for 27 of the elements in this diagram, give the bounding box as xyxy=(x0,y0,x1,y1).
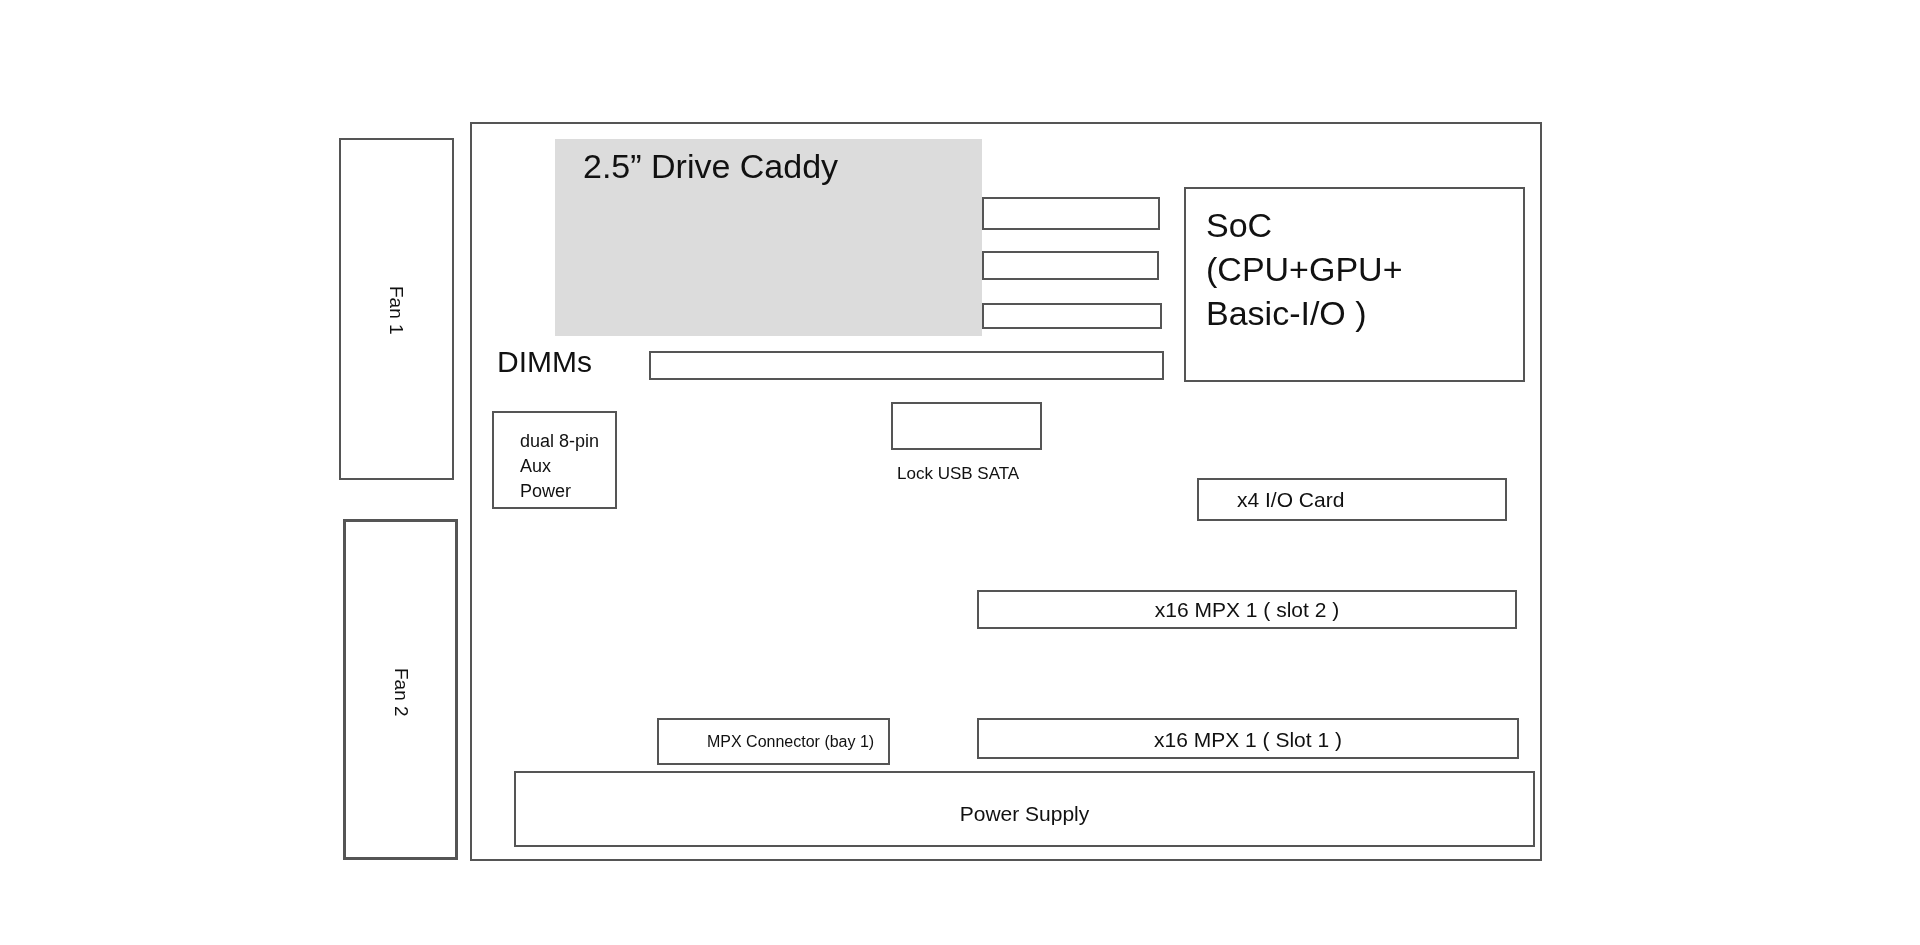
fan-module xyxy=(343,519,458,860)
expansion-slot xyxy=(977,718,1519,759)
power-connector xyxy=(657,718,890,765)
psu-label: Power Supply xyxy=(958,802,1091,826)
slot-label: Lock USB SATA xyxy=(897,464,1020,484)
expansion-slot xyxy=(977,590,1517,629)
fan-module xyxy=(339,138,454,480)
soc-chip xyxy=(1184,187,1525,382)
power-connector xyxy=(492,411,617,509)
power-supply-unit xyxy=(514,771,1535,847)
drive-caddy xyxy=(555,139,982,336)
connector-label: dual 8-pin Aux Power xyxy=(520,430,601,503)
memory-slot xyxy=(649,351,1164,380)
slot-label: x4 I/O Card xyxy=(1237,488,1345,512)
memory-slot xyxy=(982,303,1162,329)
slot-label: x16 MPX 1 ( Slot 1 ) xyxy=(1153,728,1343,752)
memory-slot xyxy=(982,251,1159,280)
io-card-slot xyxy=(1197,478,1507,521)
slot-label: x16 MPX 1 ( slot 2 ) xyxy=(1153,598,1341,622)
caddy-label: 2.5” Drive Caddy xyxy=(583,147,839,186)
memory-slot xyxy=(982,197,1160,230)
section-label: DIMMs xyxy=(497,345,592,379)
fan-label: Fan 1 xyxy=(385,286,407,335)
soc-label: SoC (CPU+GPU+ Basic-I/O ) xyxy=(1206,205,1401,334)
fan-label: Fan 2 xyxy=(390,667,412,717)
connector-label: MPX Connector (bay 1) xyxy=(707,733,875,751)
mainboard-outline xyxy=(470,122,1542,861)
